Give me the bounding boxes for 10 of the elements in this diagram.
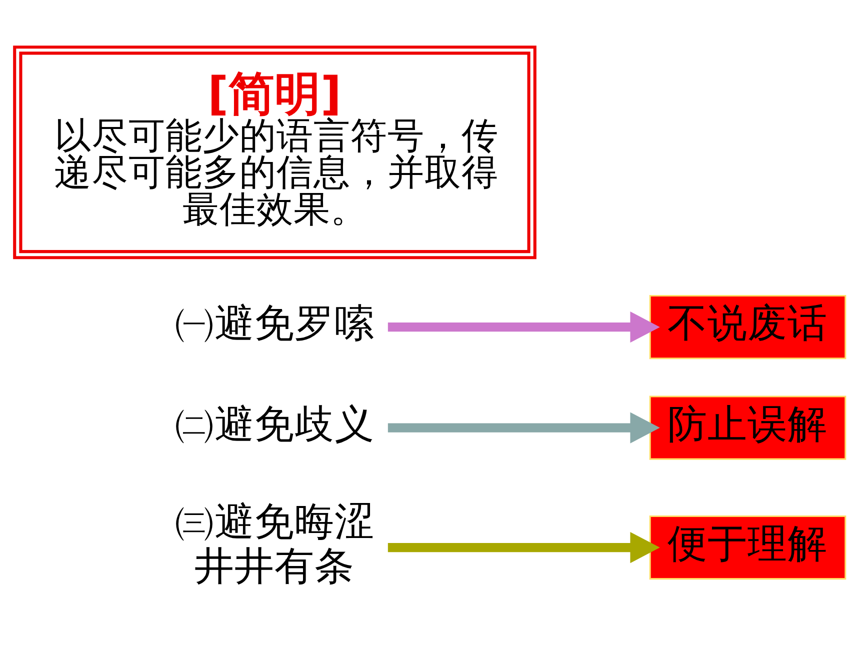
node-box: 防止误解 bbox=[649, 396, 846, 460]
arrow bbox=[388, 312, 660, 343]
node-text: ㈡避免歧义 bbox=[174, 402, 375, 446]
node-text: ㈠避免罗嗦 bbox=[174, 302, 375, 346]
arrow bbox=[388, 532, 660, 564]
node-box: [简明] 以尽可能少的语言符号，传递尽可能多的信息，并取得最佳效果。 bbox=[13, 46, 536, 260]
arrow bbox=[388, 412, 660, 444]
node-box: 不说废话 bbox=[649, 295, 846, 360]
node-text: ㈢避免晦涩 井井有条 bbox=[174, 500, 375, 588]
node-box: 便于理解 bbox=[649, 516, 846, 580]
